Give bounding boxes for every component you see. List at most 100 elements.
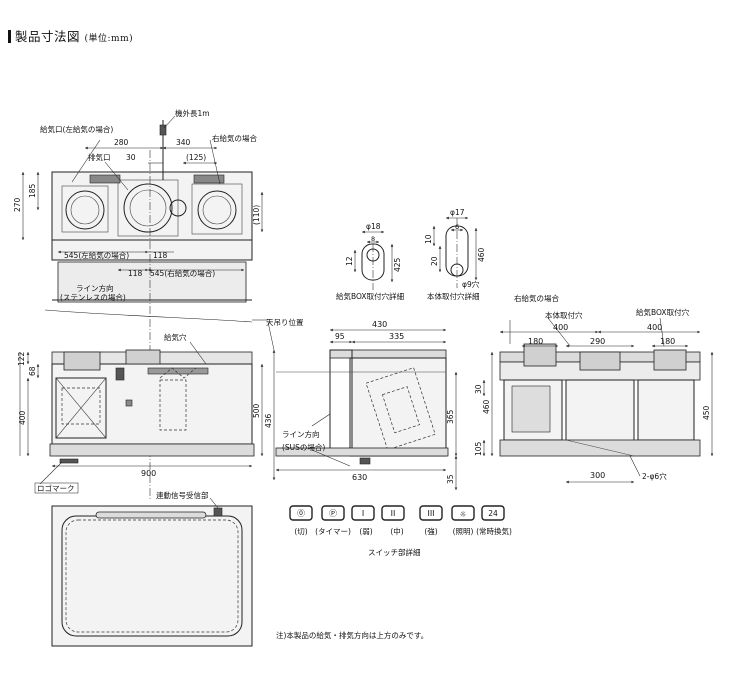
switch-button-timer[interactable]: Ⓟ — [321, 505, 345, 521]
right-dim-300: 300 — [590, 471, 605, 480]
intake-box-hole-detail: φ18 8 12 425 給気BOX取付穴詳細 — [336, 222, 404, 301]
sensor-label: 連動信号受信部 — [156, 490, 209, 500]
switch-button-strong[interactable]: III — [419, 505, 443, 521]
dim-122: 122 — [17, 351, 26, 366]
off-icon: ⓪ — [297, 509, 305, 518]
box-hole-caption: 給気BOX取付穴詳細 — [336, 291, 404, 301]
intake-hole-label: 給気穴 — [164, 332, 187, 342]
left-intake-port — [65, 190, 105, 230]
right-dim-450: 450 — [702, 405, 711, 420]
medium-icon: II — [391, 509, 396, 518]
side-dim-35: 35 — [446, 474, 455, 484]
sensor-icon — [213, 507, 223, 517]
title-main: 製品寸法図 — [15, 29, 81, 44]
line-direction-sub: (ステンレスの場合) — [60, 292, 126, 302]
side-line-direction-sub: (SUSの場合) — [282, 442, 325, 452]
right-dim-290: 290 — [590, 337, 605, 346]
body-hole-caption: 本体取付穴詳細 — [427, 291, 480, 301]
side-view: 430 95 335 365 630 35 ライン方向 (SUSの場合) — [275, 320, 458, 490]
note-text: 注)本製品の給気・排気方向は上方のみです。 — [276, 630, 428, 640]
right-intake-label: 右給気の場合 — [212, 133, 257, 143]
right-dim-400-b: 400 — [647, 323, 662, 332]
dim-68: 68 — [28, 366, 37, 376]
logo-mark-label: ロゴマーク — [37, 483, 75, 493]
front-view-body — [51, 363, 253, 445]
side-dim-95: 95 — [335, 332, 345, 341]
body-dim-20: 20 — [430, 256, 439, 266]
dim-436: 436 — [264, 413, 273, 428]
body-dim-17: φ17 — [450, 208, 465, 217]
switch-button-24h[interactable]: 24 — [481, 505, 505, 521]
timer-icon: Ⓟ — [329, 509, 337, 518]
box-dim-425: 425 — [393, 257, 402, 272]
weak-icon: I — [362, 509, 364, 518]
switch-panel: ⓪ Ⓟ I II III ☼ 24 (切) (タイマー) (弱) (中) — [289, 505, 512, 557]
off-label: (切) — [294, 527, 307, 536]
dim-125: (125) — [186, 153, 206, 162]
line-direction-label: ライン方向 — [76, 283, 114, 293]
side-view-body — [349, 357, 447, 457]
body-hole-detail: φ17 6 10 20 460 φ9穴 本体取付穴詳細 — [424, 208, 486, 301]
left-intake-label: 給気口(左給気の場合) — [40, 124, 113, 134]
dim-270: 270 — [13, 197, 22, 212]
box-dim-12: 12 — [345, 256, 354, 266]
light-icon: ☼ — [459, 510, 466, 519]
dim-545-left: 545(左給気の場合) — [64, 250, 129, 260]
title-unit: (単位:mm) — [84, 34, 134, 44]
body-dim-460: 460 — [477, 247, 486, 262]
side-dim-365: 365 — [446, 409, 455, 424]
switch-button-medium[interactable]: II — [381, 505, 405, 521]
side-line-direction-label: ライン方向 — [282, 429, 320, 439]
light-label: (照明) — [453, 527, 474, 536]
dim-340: 340 — [176, 138, 191, 147]
side-dim-630: 630 — [352, 473, 367, 482]
side-dim-430: 430 — [372, 320, 387, 329]
dim-545-right: 545(右給気の場合) — [150, 268, 215, 278]
strong-label: (強) — [424, 526, 437, 536]
right-dim-460: 460 — [482, 399, 491, 414]
timer-label: (タイマー) — [315, 527, 351, 536]
top-view: 給気口(左給気の場合) 機外長1m 右給気の場合 排気口 280 30 340 … — [13, 108, 264, 500]
right-intake-port — [197, 190, 237, 230]
box-dim-8: 8 — [371, 235, 375, 243]
continuous-label: (常時換気) — [476, 526, 512, 536]
ceiling-position-label: 天吊り位置 — [266, 317, 304, 327]
right-dim-30: 30 — [474, 384, 483, 394]
switch-button-weak[interactable]: I — [351, 505, 375, 521]
dim-900: 900 — [141, 469, 156, 478]
dim-280: 280 — [114, 138, 129, 147]
right-dim-105: 105 — [474, 441, 483, 456]
right-view: 右給気の場合 本体取付穴 給気BOX取付穴 400 400 180 290 18… — [474, 293, 714, 484]
switch-button-light[interactable]: ☼ — [451, 505, 475, 521]
dim-30: 30 — [126, 153, 136, 162]
body-dim-6: 6 — [455, 223, 459, 231]
dim-500: 500 — [252, 403, 261, 418]
dim-185: 185 — [28, 183, 37, 198]
right-dim-180-a: 180 — [528, 337, 543, 346]
side-dim-335: 335 — [389, 332, 404, 341]
switch-panel-caption: スイッチ部詳細 — [368, 547, 421, 557]
exhaust-port — [123, 183, 173, 233]
mount-holes-label: 2-φ6穴 — [642, 471, 667, 481]
box-dim-18: φ18 — [366, 222, 381, 231]
cord-length-label: 機外長1m — [175, 108, 210, 118]
right-dim-180-b: 180 — [660, 337, 675, 346]
box-mount-hole-label: 給気BOX取付穴 — [636, 307, 690, 317]
front-view: 天吊り位置 給気穴 122 68 400 500 436 900 ロゴマーク — [17, 309, 304, 494]
drawing-title: 製品寸法図 (単位:mm) — [8, 26, 133, 45]
dim-118-a: 118 — [153, 251, 168, 260]
title-bar-icon — [8, 30, 11, 43]
medium-label: (中) — [390, 526, 403, 536]
continuous-ventilation-icon: 24 — [488, 509, 498, 518]
top-view-front-panel — [51, 239, 253, 261]
exhaust-label: 排気口 — [88, 152, 111, 162]
strong-icon: III — [427, 509, 434, 518]
body-hole-size: φ9穴 — [462, 279, 480, 289]
bottom-view: 連動信号受信部 — [51, 490, 253, 647]
body-dim-10: 10 — [424, 234, 433, 244]
dim-118-b: 118 — [128, 269, 143, 278]
weak-label: (弱) — [359, 527, 372, 536]
dim-110: (110) — [252, 205, 261, 225]
switch-button-off[interactable]: ⓪ — [289, 505, 313, 521]
